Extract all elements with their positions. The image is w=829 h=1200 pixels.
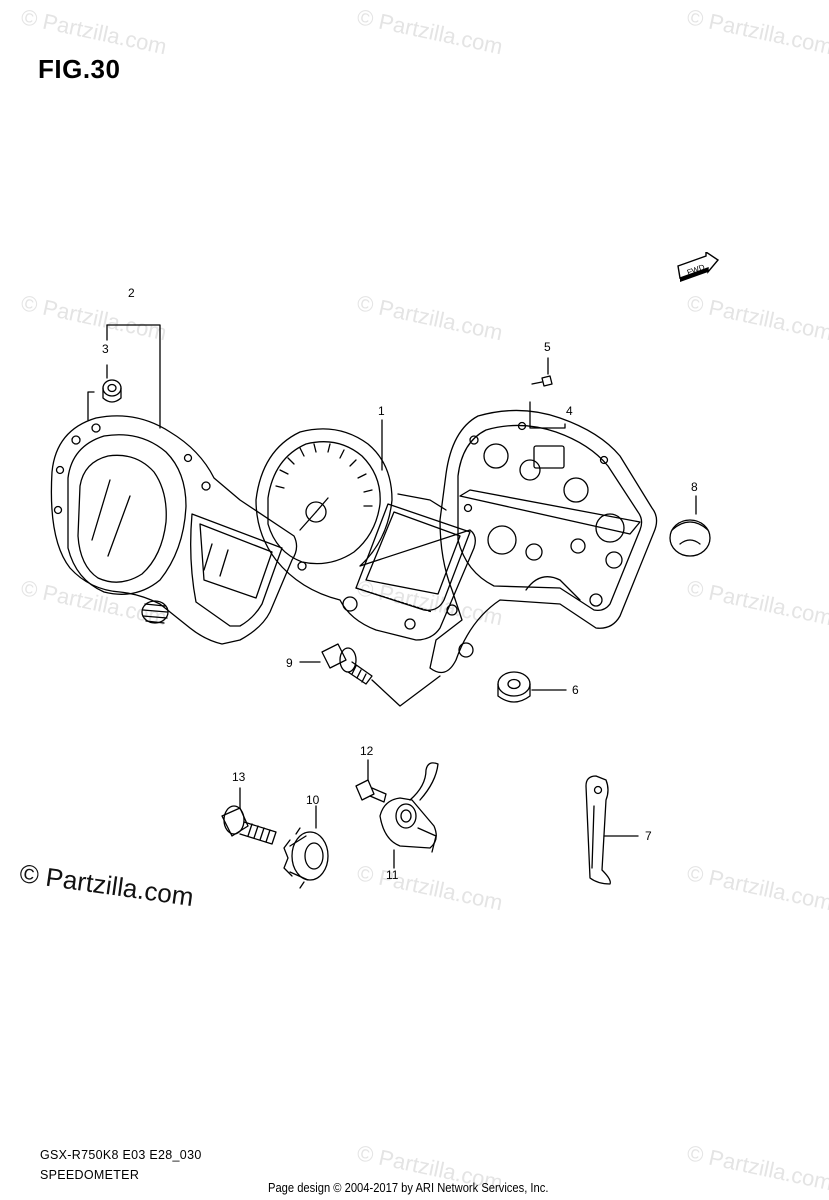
callout-13: 13 xyxy=(232,770,246,784)
callout-7: 7 xyxy=(645,829,652,843)
callout-8: 8 xyxy=(691,480,698,494)
part-9-bolt xyxy=(299,643,441,707)
part-1-speedometer-assembly xyxy=(255,419,476,641)
section-name: SPEEDOMETER xyxy=(40,1168,140,1182)
forward-arrow-icon: FWD xyxy=(677,252,720,282)
part-8-cap xyxy=(669,495,711,557)
callout-2: 2 xyxy=(128,286,135,300)
part-6-grommet xyxy=(497,671,567,703)
callout-5: 5 xyxy=(544,340,551,354)
callout-9: 9 xyxy=(286,656,293,670)
callout-12: 12 xyxy=(360,744,374,758)
callout-3: 3 xyxy=(102,342,109,356)
part-11-sensor xyxy=(379,762,439,869)
callout-10: 10 xyxy=(306,793,320,807)
part-12-bolt xyxy=(355,759,387,803)
callout-11: 11 xyxy=(386,868,399,882)
part-7-stay xyxy=(585,775,639,885)
leader-lines-2-3 xyxy=(87,324,161,429)
part-3-grommet xyxy=(102,379,122,403)
model-code: GSX-R750K8 E03 E28_030 xyxy=(40,1148,202,1162)
part-5-screw xyxy=(531,357,553,387)
part-13-bolt xyxy=(221,787,277,845)
callout-4: 4 xyxy=(566,404,573,418)
part-10-gear xyxy=(283,805,329,889)
page-credit: Page design © 2004-2017 by ARI Network S… xyxy=(268,1180,549,1195)
part-4-lower-case xyxy=(429,401,658,674)
callout-1: 1 xyxy=(378,404,385,418)
callout-6: 6 xyxy=(572,683,579,697)
figure-title: FIG.30 xyxy=(38,54,121,84)
part-2-meter-cover xyxy=(50,415,298,645)
